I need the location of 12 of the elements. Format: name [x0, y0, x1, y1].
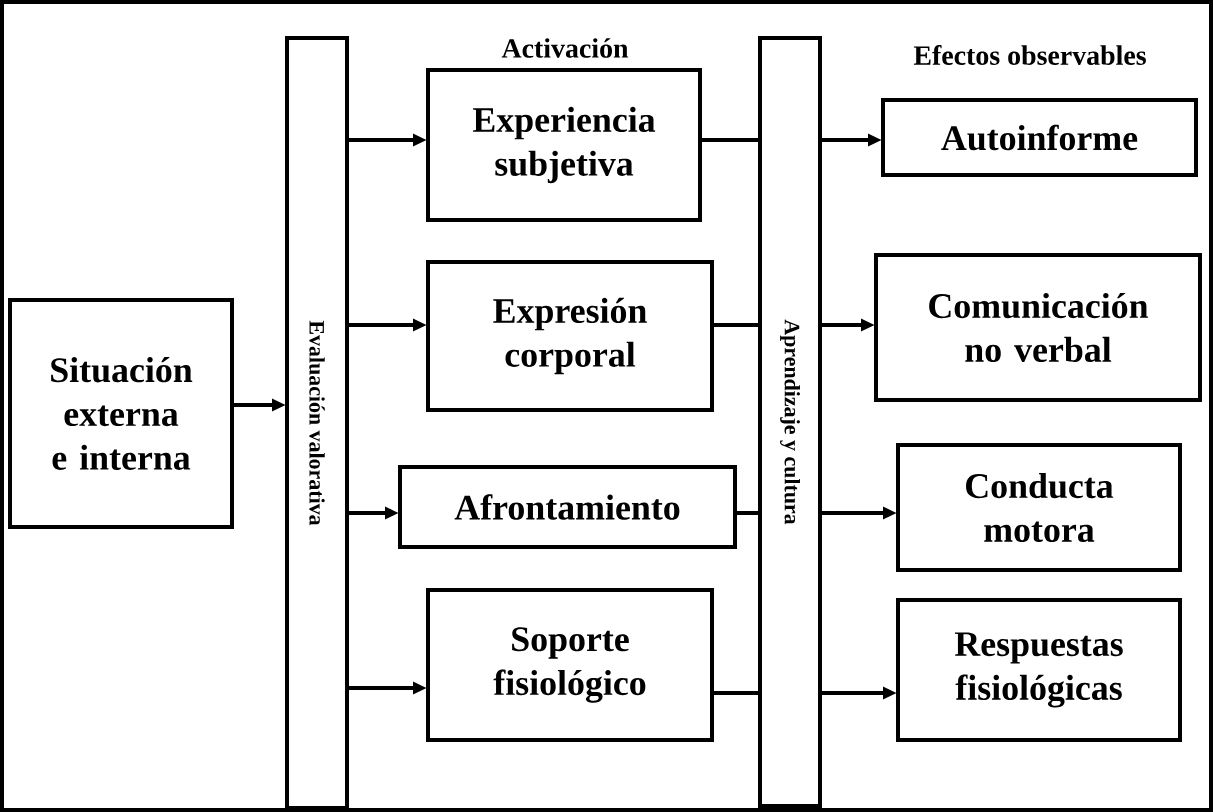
process-box: Respuestas fisiológicas — [896, 598, 1182, 742]
vertical-band: Evaluación valorativa — [285, 36, 349, 810]
process-box: Expresión corporal — [426, 260, 714, 412]
process-box: Situación externa e interna — [8, 298, 234, 529]
process-box: Autoinforme — [881, 98, 1198, 177]
vertical-band: Aprendizaje y cultura — [758, 36, 822, 808]
process-box: Soporte fisiológico — [426, 588, 714, 742]
process-box: Conducta motora — [896, 443, 1182, 572]
process-box: Experiencia subjetiva — [426, 68, 702, 222]
column-heading: Efectos observables — [913, 45, 1146, 65]
process-box: Comunicación no verbal — [874, 253, 1202, 402]
process-box: Afrontamiento — [398, 465, 737, 549]
